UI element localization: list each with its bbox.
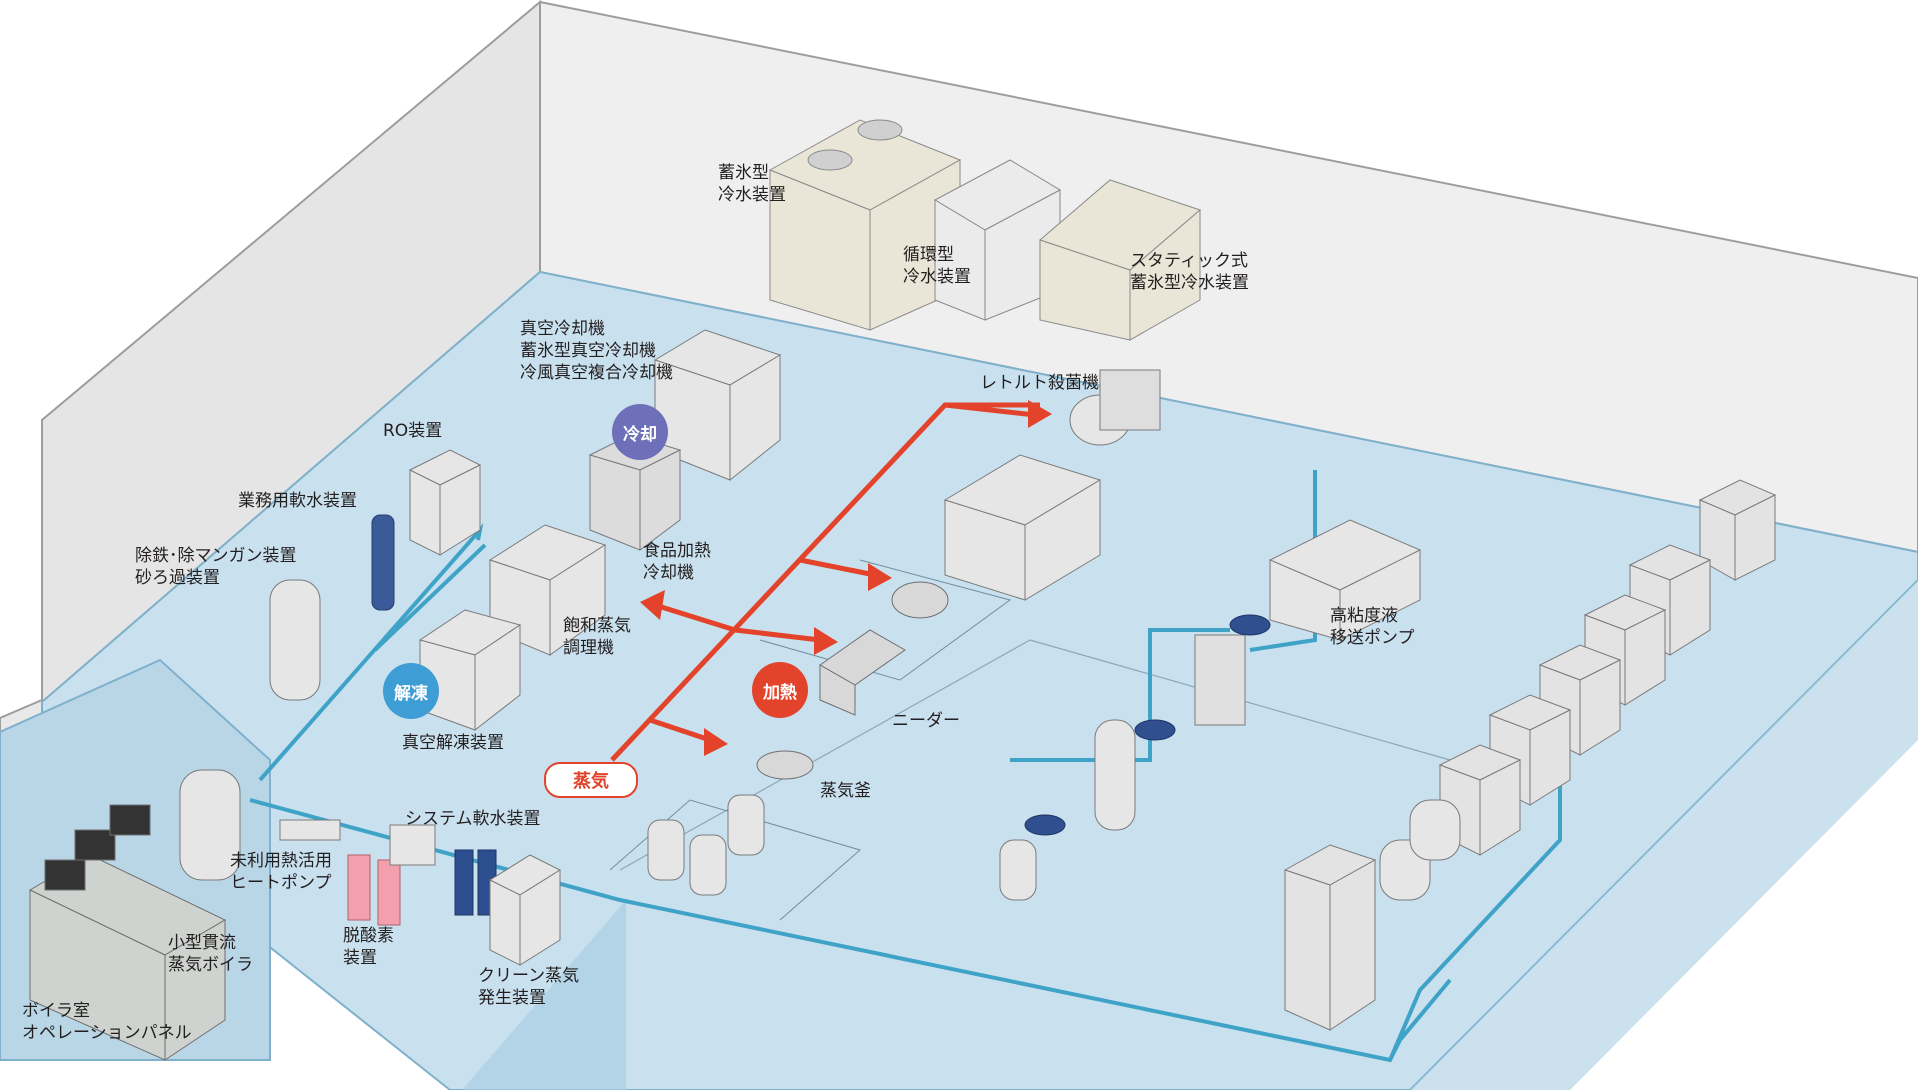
iron-removal-tank: [269, 579, 321, 701]
softener-tank: [371, 514, 395, 611]
label-softener: 業務用軟水装置: [238, 491, 357, 511]
steam-pipe-retort: [944, 402, 1036, 418]
steam-cooker-unit: [488, 524, 607, 656]
steam-arrow-kneader: [814, 627, 838, 655]
retort-sterilizer-unit: [943, 369, 1161, 601]
badge-steam: 蒸気: [544, 762, 638, 798]
kettle-2: [756, 750, 814, 780]
water-pipe-pump: [1010, 628, 1230, 762]
steam-pipe-cooker-2: [734, 627, 821, 643]
steam-pipe-kettle-2: [649, 717, 711, 743]
heat-exchange-units: [1379, 799, 1461, 901]
steam-pipe-kettle-1: [799, 557, 876, 578]
static-ice-chiller-unit: [1039, 179, 1201, 341]
steam-pipe-cooker: [654, 602, 736, 633]
clean-steam-unit: [488, 854, 562, 966]
label-ice-storage-chiller: 蓄氷型 冷水装置: [718, 163, 786, 205]
steam-arrow-cooker: [640, 590, 665, 620]
label-deaerator: 脱酸素 装置: [343, 926, 394, 968]
kneader-unit: [819, 629, 906, 716]
label-kneader: ニーダー: [892, 711, 960, 731]
label-food-heating-cooler: 食品加熱 冷却機: [643, 541, 711, 583]
kettle-tanks: [647, 794, 765, 896]
pump-machines: [999, 519, 1422, 901]
pump-motors: [1024, 614, 1271, 836]
label-vacuum-cooler: 真空冷却機 蓄氷型真空冷却機 冷風真空複合冷却機: [520, 319, 673, 383]
ro-unit: [408, 449, 482, 556]
label-operation-panel: ボイラ室 オペレーションパネル: [22, 1001, 192, 1043]
label-heat-pump: 未利用熱活用 ヒートポンプ: [230, 851, 332, 893]
steam-arrow-kettle-2: [704, 728, 728, 756]
boiler-cylinder: [179, 769, 241, 881]
label-static-ice-chiller: スタティック式 蓄氷型冷水装置: [1130, 251, 1249, 293]
label-small-boiler: 小型貫流 蒸気ボイラ: [168, 933, 253, 975]
heat-pump-units: [279, 819, 436, 866]
production-line-machines: [1283, 479, 1777, 1031]
label-vacuum-thawing: 真空解凍装置: [402, 733, 504, 753]
floor-front-face: [462, 900, 626, 1090]
steam-arrow-retort: [1028, 400, 1052, 428]
badge-thaw: 解凍: [383, 663, 439, 719]
kettle-1: [891, 581, 949, 619]
label-retort-sterilizer: レトルト殺菌機: [980, 373, 1099, 393]
label-steam-kettle: 蒸気釜: [820, 781, 871, 801]
food-heating-cooler-unit: [588, 434, 682, 551]
label-circulation-chiller: 循環型 冷水装置: [903, 245, 971, 287]
water-pipe-ro: [373, 543, 487, 652]
label-system-softener: システム軟水装置: [405, 809, 541, 829]
conveyor-line: [619, 639, 1451, 871]
floor-front-face-right: [1410, 580, 1918, 1090]
boiler-units: [28, 804, 227, 1061]
vacuum-thawing-unit: [418, 609, 522, 732]
label-clean-steam: クリーン蒸気 発生装置: [478, 966, 580, 1008]
water-pipe-heat: [1249, 470, 1317, 652]
label-iron-removal: 除鉄･除マンガン装置 砂ろ過装置: [135, 546, 297, 588]
label-ro-unit: RO装置: [383, 421, 443, 441]
steam-arrow-kettle-1: [868, 563, 892, 591]
label-steam-cooker: 飽和蒸気 調理機: [563, 616, 631, 658]
deaerator-units: [347, 854, 401, 926]
label-high-viscosity-pump: 高粘度液 移送ポンプ: [1330, 606, 1415, 648]
badge-cool: 冷却: [612, 404, 668, 460]
badge-heat: 加熱: [752, 662, 808, 718]
water-pipe-right: [1388, 740, 1562, 1061]
